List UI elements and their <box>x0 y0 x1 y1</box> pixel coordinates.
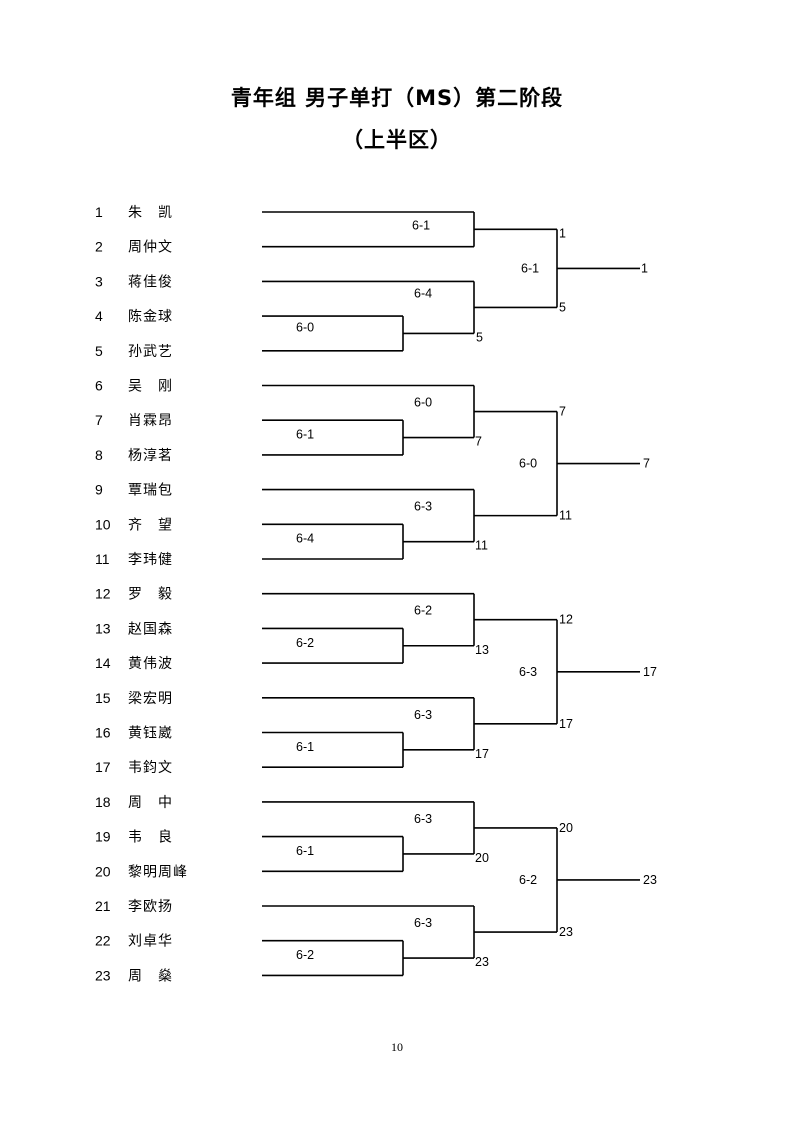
advance-number: 17 <box>475 747 489 761</box>
match-score: 6-1 <box>296 428 314 442</box>
player-number: 4 <box>95 308 103 324</box>
match-score: 6-1 <box>412 218 430 232</box>
player-number: 10 <box>95 516 111 532</box>
match-score: 6-1 <box>296 740 314 754</box>
advance-number: 11 <box>559 509 572 523</box>
player-name: 陈金球 <box>128 308 173 325</box>
match-score: 6-2 <box>296 636 314 650</box>
player-name: 覃瑞包 <box>128 483 173 499</box>
match-score: 6-3 <box>414 916 432 930</box>
match-score: 6-1 <box>521 261 539 275</box>
advance-number: 7 <box>559 405 566 419</box>
player-number: 22 <box>95 933 111 949</box>
match-score: 6-2 <box>414 604 432 618</box>
final-winner: 7 <box>643 457 650 471</box>
player-number: 5 <box>95 343 103 359</box>
player-number: 18 <box>95 794 111 810</box>
player-number: 16 <box>95 725 111 741</box>
player-name: 赵国森 <box>128 621 173 637</box>
player-number: 15 <box>95 690 111 706</box>
player-name: 韦鈞文 <box>128 760 173 776</box>
advance-number: 20 <box>475 851 489 865</box>
page-title: 青年组 男子单打（MS）第二阶段 <box>230 86 564 110</box>
advance-number: 7 <box>475 435 482 449</box>
advance-number: 12 <box>559 613 573 627</box>
advance-number: 17 <box>559 717 573 731</box>
player-number: 7 <box>95 412 103 428</box>
bracket-lines <box>262 211 640 977</box>
player-name: 吴 刚 <box>128 379 173 395</box>
player-number: 19 <box>95 829 111 845</box>
match-score: 6-4 <box>296 532 314 546</box>
player-name: 肖霖昂 <box>128 413 173 429</box>
player-name: 周 中 <box>128 795 173 811</box>
final-winner: 1 <box>641 261 648 275</box>
match-score: 6-0 <box>296 320 314 334</box>
advance-number: 1 <box>559 226 566 240</box>
match-score: 6-3 <box>414 500 432 514</box>
player-name: 李欧扬 <box>128 899 173 915</box>
advance-number: 23 <box>475 955 489 969</box>
player-number: 12 <box>95 586 111 602</box>
player-number: 2 <box>95 239 103 255</box>
player-number: 6 <box>95 378 103 394</box>
player-number: 13 <box>95 620 111 636</box>
player-number: 14 <box>95 655 111 671</box>
player-name: 韦 良 <box>128 830 173 846</box>
player-number: 11 <box>95 551 110 567</box>
player-number: 20 <box>95 863 111 879</box>
player-name: 周仲文 <box>128 240 173 256</box>
player-name: 蒋佳俊 <box>128 274 173 290</box>
advance-number: 5 <box>476 330 483 344</box>
player-number: 23 <box>95 967 111 983</box>
player-name: 李玮健 <box>128 552 173 568</box>
player-name: 黄伟波 <box>128 655 173 672</box>
match-score: 6-1 <box>296 844 314 858</box>
advance-number: 5 <box>559 300 566 314</box>
player-name: 罗 毅 <box>128 586 173 603</box>
advance-number: 23 <box>559 925 573 939</box>
page-number: 10 <box>391 1040 403 1054</box>
player-name: 黄钰崴 <box>128 725 173 742</box>
match-score: 6-0 <box>414 396 432 410</box>
player-number: 1 <box>95 204 103 220</box>
advance-number: 11 <box>475 539 488 553</box>
final-winner: 17 <box>643 665 657 679</box>
page-subtitle: （上半区） <box>342 128 452 152</box>
player-name: 黎明周峰 <box>128 864 188 880</box>
player-number: 3 <box>95 273 103 289</box>
match-score: 6-2 <box>519 873 537 887</box>
match-score: 6-4 <box>414 286 432 300</box>
player-name: 刘卓华 <box>128 934 173 950</box>
player-number: 17 <box>95 759 111 775</box>
bracket-labels: 1 朱 凯 2 周仲文 3 蒋佳俊 4 陈金球 5 孙武艺 6 吴 刚 7 肖霖昂 8 杨淳茗 9 覃瑞包 10 齐 … <box>95 204 657 984</box>
player-name: 杨淳茗 <box>128 447 173 464</box>
player-name: 朱 凯 <box>128 205 173 221</box>
match-score: 6-3 <box>519 665 537 679</box>
match-score: 6-2 <box>296 948 314 962</box>
advance-number: 20 <box>559 821 573 835</box>
player-name: 周 燊 <box>128 967 173 984</box>
player-number: 21 <box>95 898 111 914</box>
match-score: 6-0 <box>519 457 537 471</box>
final-winner: 23 <box>643 873 657 887</box>
player-name: 齐 望 <box>128 517 173 533</box>
player-number: 9 <box>95 482 103 498</box>
player-name: 孙武艺 <box>128 344 173 360</box>
advance-number: 13 <box>475 643 489 657</box>
match-score: 6-3 <box>414 708 432 722</box>
player-name: 梁宏明 <box>128 691 173 707</box>
player-number: 8 <box>95 447 103 463</box>
match-score: 6-3 <box>414 812 432 826</box>
